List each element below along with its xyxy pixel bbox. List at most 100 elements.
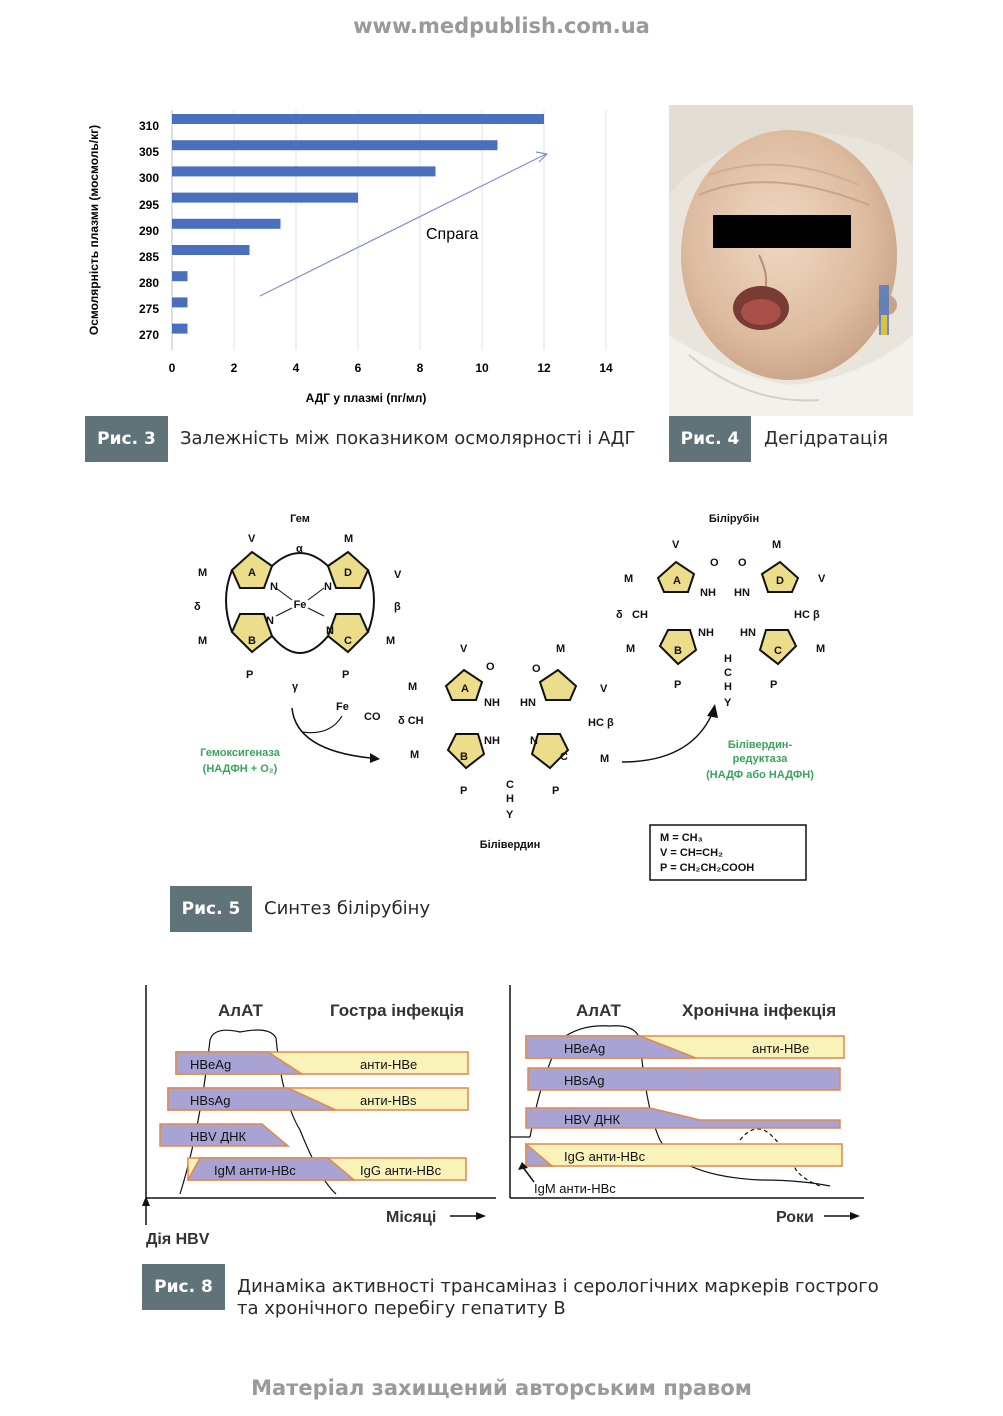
y-axis-label: Осмолярність плазми (мосмоль/кг) — [87, 125, 101, 335]
acute-alat-label: АлАТ — [218, 1001, 264, 1020]
svg-text:D: D — [776, 575, 784, 587]
svg-text:γ: γ — [292, 681, 299, 693]
x-tick-label: 4 — [293, 361, 300, 375]
hemeoxygenase-label: Гемоксигеназа — [200, 747, 281, 759]
y-tick-label: 305 — [139, 145, 159, 159]
y-tick-label: 300 — [139, 171, 159, 185]
svg-text:V = CH=CH₂: V = CH=CH₂ — [660, 847, 723, 859]
heme-title: Гем — [290, 513, 310, 525]
chronic-alat-label: АлАТ — [576, 1001, 622, 1020]
svg-text:V: V — [672, 539, 680, 551]
chronic-dna-band — [525, 1107, 841, 1129]
x-axis-label: АДГ у плазмі (пг/мл) — [306, 391, 427, 405]
fig3-caption: Залежність між показником осмолярності і… — [180, 428, 636, 449]
svg-text:M: M — [408, 681, 417, 693]
svg-text:IgM анти-HBc: IgM анти-HBc — [534, 1181, 616, 1196]
svg-text:M: M — [772, 539, 781, 551]
svg-text:HC β: HC β — [588, 717, 614, 729]
svg-text:HBV ДНК: HBV ДНК — [564, 1112, 621, 1127]
svg-text:H: H — [506, 793, 514, 805]
svg-text:N: N — [530, 735, 538, 747]
privacy-bar — [713, 215, 851, 248]
svg-text:C: C — [506, 779, 514, 791]
svg-text:NH: NH — [484, 697, 500, 709]
y-tick-label: 310 — [139, 119, 159, 133]
svg-text:M: M — [410, 749, 419, 761]
svg-text:C: C — [774, 645, 782, 657]
y-tick-label: 280 — [139, 276, 159, 290]
svg-text:CH: CH — [632, 609, 648, 621]
acute-title: Гостра інфекція — [330, 1001, 464, 1020]
bar-290 — [172, 218, 281, 229]
svg-text:A: A — [673, 575, 681, 587]
svg-text:O: O — [532, 663, 541, 675]
bilirubin-title: Білірубін — [709, 513, 759, 525]
copyright-notice: Матеріал захищений авторським правом — [251, 1376, 752, 1400]
svg-text:P: P — [246, 669, 253, 681]
svg-text:(НАДФН + O₂): (НАДФН + O₂) — [203, 763, 278, 775]
svg-text:Fe: Fe — [294, 599, 307, 611]
svg-text:A: A — [461, 683, 469, 695]
svg-text:редуктаза: редуктаза — [733, 753, 789, 765]
svg-text:NH: NH — [484, 735, 500, 747]
y-tick-label: 295 — [139, 198, 159, 212]
svg-text:M: M — [556, 643, 565, 655]
svg-text:N: N — [266, 615, 274, 627]
chart-bars — [172, 114, 544, 334]
fig8-label: Рис. 8 — [142, 1264, 225, 1310]
bar-275 — [172, 297, 188, 308]
fig3-label: Рис. 3 — [85, 416, 168, 462]
thirst-label: Спрага — [426, 226, 479, 243]
x-tick-label: 14 — [599, 361, 613, 375]
bv-ring-c — [530, 733, 570, 770]
svg-text:β: β — [394, 601, 401, 613]
x-tick-label: 8 — [417, 361, 424, 375]
chronic-antigen-band — [525, 1035, 697, 1059]
svg-text:O: O — [710, 557, 719, 569]
x-tick-labels: 0 2 4 6 8 10 12 14 — [169, 361, 613, 375]
svg-text:P: P — [342, 669, 349, 681]
svg-text:M: M — [386, 635, 395, 647]
br-ring-b — [658, 629, 698, 666]
hbv-exposure-label: Дія HBV — [146, 1231, 210, 1248]
br-ring-d — [760, 560, 800, 593]
svg-text:NH: NH — [700, 587, 716, 599]
svg-text:C: C — [344, 635, 352, 647]
svg-text:анти-HBe: анти-HBe — [360, 1057, 417, 1072]
svg-text:P: P — [552, 785, 559, 797]
svg-text:α: α — [296, 543, 303, 555]
chronic-hbsag-band — [527, 1067, 841, 1091]
bar-295 — [172, 192, 358, 203]
svg-text:B: B — [248, 635, 256, 647]
x-tick-label: 6 — [355, 361, 362, 375]
svg-text:P: P — [674, 679, 681, 691]
y-tick-label: 285 — [139, 250, 159, 264]
svg-text:CO: CO — [364, 711, 381, 723]
svg-text:D: D — [344, 567, 352, 579]
x-tick-label: 12 — [537, 361, 551, 375]
hepatitis-b-markers-diagram: АлАТ Гостра інфекція HBeAg анти-HBe HBsA… — [142, 985, 864, 1248]
svg-text:M: M — [344, 533, 353, 545]
svg-text:A: A — [248, 567, 256, 579]
osmolarity-adh-chart: 310 305 300 295 290 285 280 275 270 0 2 … — [87, 110, 613, 405]
x-tick-label: 2 — [231, 361, 238, 375]
abbreviation-legend — [649, 824, 807, 881]
svg-text:V: V — [394, 569, 402, 581]
thirst-arrow — [259, 153, 547, 297]
svg-text:Y: Y — [506, 809, 514, 821]
svg-text:V: V — [248, 533, 256, 545]
svg-text:C: C — [724, 667, 732, 679]
acute-antigen-band — [167, 1087, 337, 1111]
acute-antigen-band — [186, 1157, 357, 1181]
ring-c — [326, 613, 370, 654]
br-ring-a — [656, 560, 696, 593]
fig5-label: Рис. 5 — [170, 886, 252, 932]
svg-text:HN: HN — [734, 587, 750, 599]
svg-text:δ CH: δ CH — [398, 715, 424, 727]
svg-text:M: M — [624, 573, 633, 585]
svg-text:HC β: HC β — [794, 609, 820, 621]
svg-text:HBeAg: HBeAg — [564, 1041, 605, 1056]
ring-d — [326, 550, 370, 589]
svg-text:HBeAg: HBeAg — [190, 1057, 231, 1072]
svg-text:M = CH₃: M = CH₃ — [660, 832, 703, 844]
